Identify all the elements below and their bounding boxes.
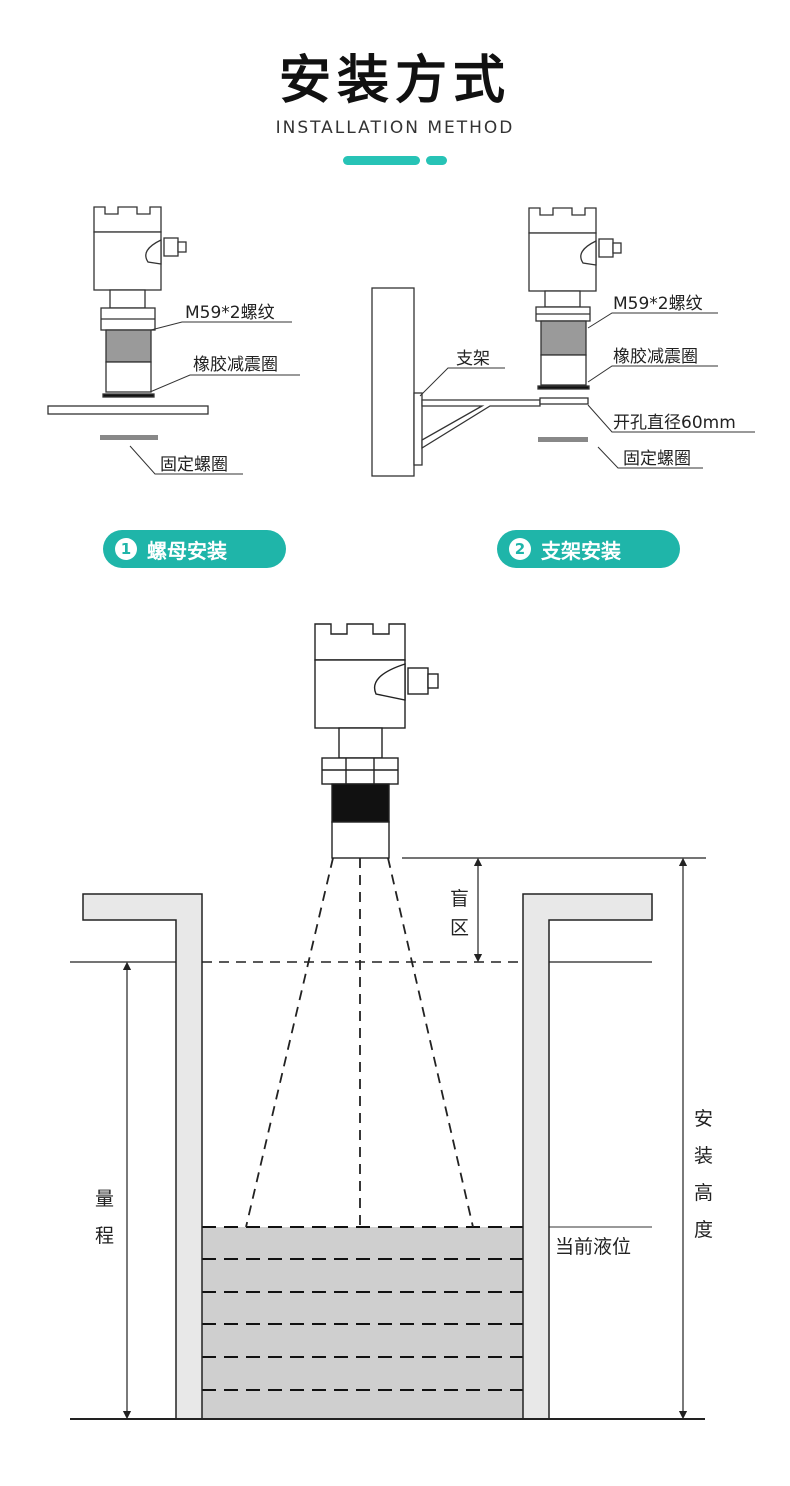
blind-zone-label-2: 区 [450, 917, 469, 939]
install-height-label-3: 高 [694, 1182, 713, 1204]
badge-label-1: 螺母安装 [147, 538, 227, 563]
method-2-badge: 2 支架安装 [497, 530, 680, 568]
rubber-ring-label-1: 橡胶减震圈 [193, 355, 278, 375]
installation-methods-diagram: M59*2螺纹 橡胶减震圈 固定螺圈 支架 M59*2螺纹 橡胶减震圈 开孔直径… [47, 206, 755, 477]
leaders-method-1 [129, 321, 300, 475]
sensor-method-1 [47, 206, 209, 440]
page-title: 安装方式 [278, 51, 511, 111]
beam-cone [245, 857, 474, 1228]
accent-bar [343, 156, 420, 165]
page-subtitle: INSTALLATION METHOD [275, 118, 515, 138]
current-level-label: 当前液位 [555, 1236, 631, 1258]
sensor-method-2 [528, 207, 622, 442]
leaders-method-2 [419, 312, 755, 469]
range-label-2: 程 [95, 1225, 114, 1247]
thread-label-2: M59*2螺纹 [613, 294, 703, 314]
method-1-badge: 1 螺母安装 [103, 530, 286, 568]
fixing-nut-label-2: 固定螺圈 [623, 449, 691, 469]
thread-label-1: M59*2螺纹 [185, 303, 275, 323]
bracket-wall [371, 287, 589, 477]
sensor-main [314, 623, 439, 859]
range-label-1: 量 [95, 1188, 114, 1210]
blind-zone-label-1: 盲 [450, 888, 469, 910]
liquid-lines [202, 1258, 523, 1391]
accent-dot [426, 156, 447, 165]
dimension-arrows [122, 857, 688, 1420]
hole-diameter-label: 开孔直径60mm [613, 413, 736, 433]
badge-number-1: 1 [115, 538, 137, 560]
tank-walls [82, 893, 653, 1420]
fixing-nut-label-1: 固定螺圈 [160, 455, 228, 475]
rubber-ring-label-2: 橡胶减震圈 [613, 347, 698, 367]
bracket-label: 支架 [456, 349, 490, 369]
install-height-label-1: 安 [694, 1108, 713, 1130]
badge-label-2: 支架安装 [541, 538, 621, 563]
liquid-body [202, 1227, 523, 1419]
badge-number-2: 2 [509, 538, 531, 560]
install-height-label-4: 度 [694, 1219, 713, 1241]
install-height-label-2: 装 [694, 1145, 713, 1167]
